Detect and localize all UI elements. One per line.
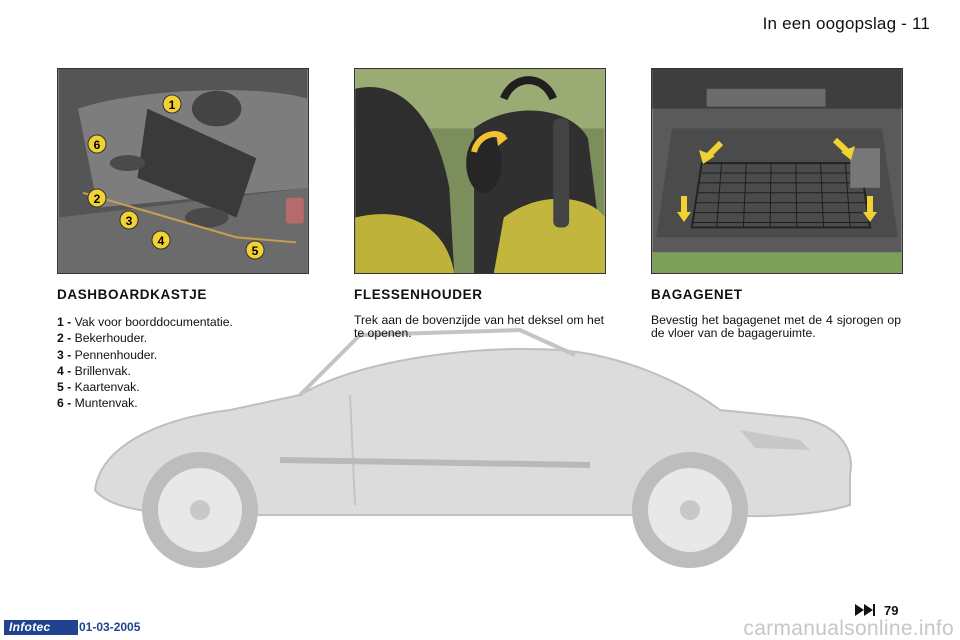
page-ref-number: 79 bbox=[884, 602, 899, 618]
bottle-holder-photo bbox=[354, 68, 606, 274]
list-item: 2 - Bekerhouder. bbox=[57, 331, 148, 346]
luggage-net-section: BAGAGENET Bevestig het bagagenet met de … bbox=[651, 287, 901, 339]
bottle-holder-section: FLESSENHOUDER Trek aan de bovenzijde van… bbox=[354, 287, 604, 339]
svg-text:4: 4 bbox=[158, 234, 165, 248]
svg-text:5: 5 bbox=[252, 244, 259, 258]
anchor-arrows-overlay bbox=[677, 137, 877, 222]
callout-5: 5 bbox=[245, 240, 265, 260]
callout-4: 4 bbox=[151, 230, 171, 250]
svg-text:6: 6 bbox=[94, 138, 101, 152]
bottle-holder-text: Trek aan de bovenzijde van het deksel om… bbox=[354, 313, 604, 340]
anchor-arrow-icon bbox=[863, 196, 877, 222]
car-illustration bbox=[93, 327, 852, 568]
svg-text:2: 2 bbox=[94, 192, 101, 206]
luggage-net-photo bbox=[651, 68, 903, 274]
anchor-arrow-icon bbox=[699, 140, 724, 164]
watermark: carmanualsonline.info bbox=[743, 617, 954, 640]
svg-text:3: 3 bbox=[126, 214, 133, 228]
anchor-arrow-icon bbox=[832, 137, 855, 160]
anchor-arrow-icon bbox=[677, 196, 691, 222]
bottle-holder-title: FLESSENHOUDER bbox=[354, 287, 483, 302]
list-item: 4 - Brillenvak. bbox=[57, 363, 131, 378]
list-item: 5 - Kaartenvak. bbox=[57, 380, 140, 395]
glovebox-photo bbox=[57, 68, 309, 274]
footer-date: 01-03-2005 bbox=[79, 620, 141, 634]
callout-1: 1 bbox=[162, 94, 182, 114]
open-direction-arrow-icon bbox=[471, 131, 508, 153]
list-item: 3 - Pennenhouder. bbox=[57, 347, 158, 362]
page-header: In een oogopslag - 11 bbox=[762, 14, 930, 33]
dashboard-section: DASHBOARDKASTJE 1 - Vak voor boorddocume… bbox=[57, 287, 307, 412]
list-item: 6 - Muntenvak. bbox=[57, 396, 138, 411]
svg-text:1: 1 bbox=[169, 98, 176, 112]
callout-3: 3 bbox=[119, 210, 139, 230]
callout-2: 2 bbox=[87, 188, 107, 208]
page-reference[interactable]: 79 bbox=[854, 600, 898, 620]
infotec-logo: Infotec bbox=[4, 620, 78, 635]
dashboard-title: DASHBOARDKASTJE bbox=[57, 287, 208, 302]
callout-6: 6 bbox=[87, 134, 107, 154]
luggage-net-text: Bevestig het bagagenet met de 4 sjorogen… bbox=[651, 313, 901, 340]
callout-overlay: 1 6 2 3 4 5 bbox=[87, 94, 265, 260]
luggage-net-title: BAGAGENET bbox=[651, 287, 743, 302]
list-item: 1 - Vak voor boorddocumentatie. bbox=[57, 315, 233, 329]
fast-forward-icon bbox=[855, 604, 875, 616]
